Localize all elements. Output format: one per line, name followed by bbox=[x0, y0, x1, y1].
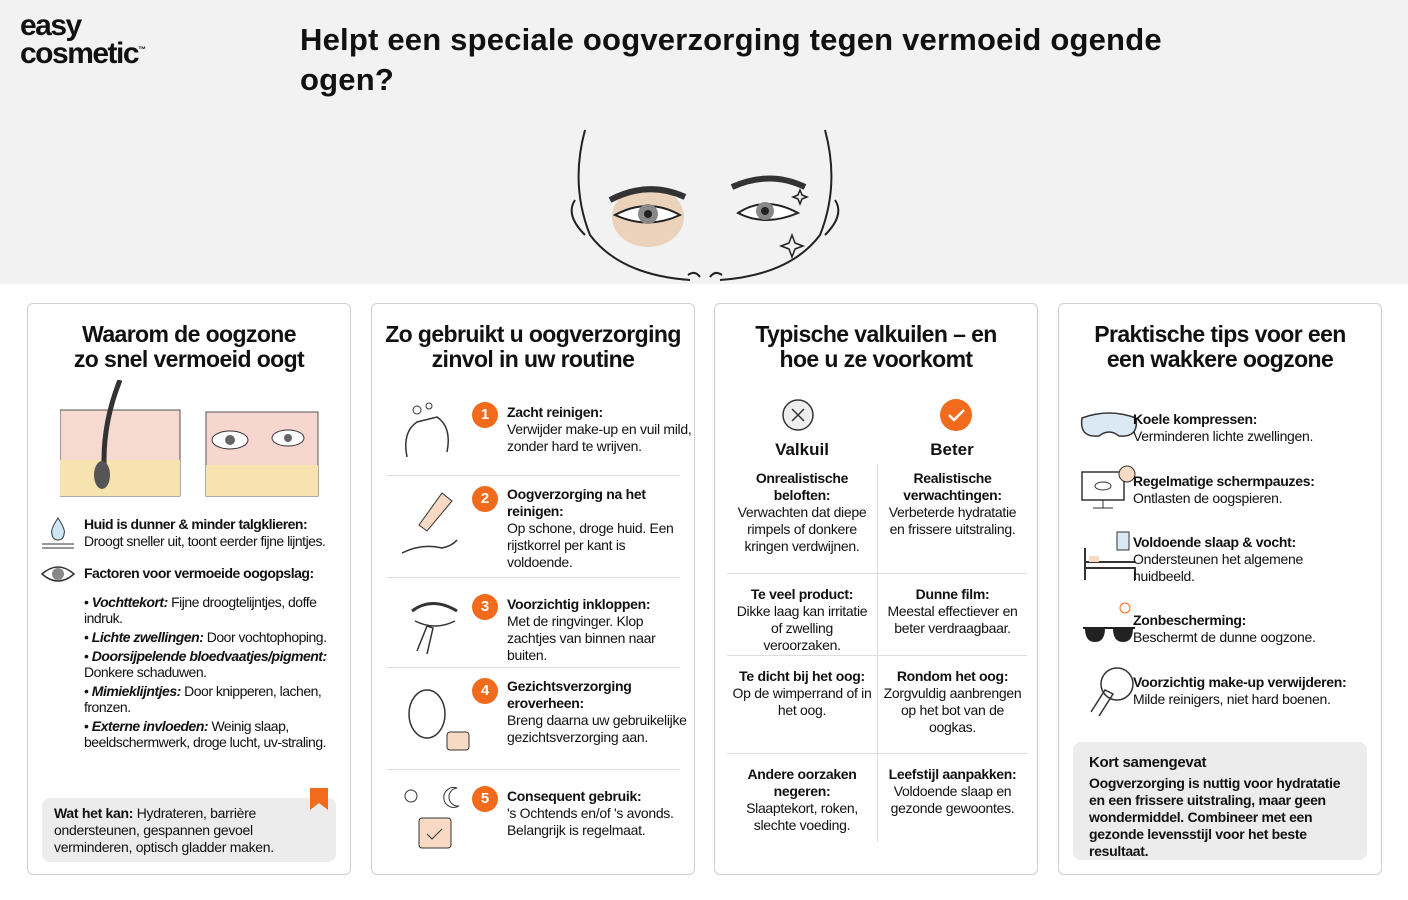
table-row: Te dicht bij het oog:Op de wimperrand of… bbox=[727, 656, 1027, 754]
card-heading: Zo gebruikt u oogverzorging zinvol in uw… bbox=[385, 321, 681, 372]
step-1: 1 Zacht reinigen:Verwijder make-up en vu… bbox=[387, 394, 692, 476]
card-routine: Zo gebruikt u oogverzorging zinvol in uw… bbox=[371, 303, 695, 875]
sun-moon-calendar-icon bbox=[404, 786, 460, 849]
tube-hand-icon bbox=[401, 492, 458, 554]
card-why-tired: Waarom de oogzone zo snel vermoeid oogt … bbox=[27, 303, 351, 875]
eye-icon bbox=[40, 566, 76, 582]
card-tips: Praktische tips voor een een wakkere oog… bbox=[1058, 303, 1382, 875]
what-it-can-box: Wat het kan: Hydrateren, barrière onders… bbox=[42, 798, 336, 862]
bed-water-icon bbox=[1084, 531, 1136, 580]
bookmark-icon bbox=[310, 788, 328, 810]
washing-hands-icon bbox=[405, 402, 449, 458]
factors-title: Factoren voor vermoeide oogopslag: bbox=[84, 565, 314, 581]
water-drop-icon bbox=[42, 517, 74, 549]
factors-block: Factoren voor vermoeide oogopslag: bbox=[40, 560, 344, 590]
factor-item: • Doorsijpelende bloedvaatjes/pigment: D… bbox=[84, 648, 327, 680]
factor-item: • Mimieklijntjes: Door knipperen, lachen… bbox=[84, 683, 322, 715]
skin-block: Huid is dunner & minder talgklieren:Droo… bbox=[40, 516, 344, 550]
better-label: Beter bbox=[930, 440, 974, 459]
table-row: Te veel product:Dikke laag kan irritatie… bbox=[727, 574, 1027, 656]
card-heading: Waarom de oogzone zo snel vermoeid oogt bbox=[73, 321, 305, 372]
skin-text: Droogt sneller uit, toont eerder fijne l… bbox=[84, 533, 326, 549]
card-pitfalls: Typische valkuilen – en hoe u ze voorkom… bbox=[714, 303, 1038, 875]
table-row: Onrealistische beloften:Verwachten dat d… bbox=[727, 464, 1027, 574]
factor-item: • Vochttekort: Fijne droogtelijntjes, do… bbox=[84, 594, 317, 626]
pitfalls-table: Onrealistische beloften:Verwachten dat d… bbox=[727, 464, 1027, 842]
sunglasses-icon bbox=[1083, 602, 1135, 642]
step-5: 5 Consequent gebruik:'s Ochtends en/of '… bbox=[387, 770, 680, 862]
finger-tapping-eye-icon bbox=[411, 602, 458, 655]
check-circle-icon bbox=[940, 399, 972, 431]
step-2: 2 Oogverzorging na het reinigen:Op schon… bbox=[387, 476, 680, 578]
why-tired-content: Huid is dunner & minder talgklieren:Droo… bbox=[40, 516, 344, 753]
factor-item: • Externe invloeden: Weinig slaap, beeld… bbox=[84, 718, 327, 750]
eye-mask-icon bbox=[1080, 412, 1138, 437]
card-heading: Typische valkuilen – en hoe u ze voorkom… bbox=[755, 321, 997, 372]
face-illustration-icon bbox=[570, 129, 840, 281]
table-row: Andere oorzaken negeren:Slaaptekort, rok… bbox=[727, 754, 1027, 842]
summary-title: Kort samengevat bbox=[1089, 754, 1207, 771]
card-heading: Praktische tips voor een een wakkere oog… bbox=[1094, 321, 1346, 372]
step-3: 3 Voorzichtig inkloppen:Met de ringvinge… bbox=[387, 578, 680, 668]
skin-title: Huid is dunner & minder talgklieren: bbox=[84, 516, 308, 532]
step-4: 4 Gezichtsverzorging eroverheen:Breng da… bbox=[387, 668, 687, 770]
skin-diagram-icon bbox=[60, 380, 319, 497]
page-title: Helpt een speciale oogverzorging tegen v… bbox=[300, 22, 1162, 97]
factor-item: • Lichte zwellingen: Door vochtophoping. bbox=[84, 629, 327, 645]
cotton-pad-hand-icon bbox=[1090, 667, 1134, 716]
x-circle-icon bbox=[782, 399, 814, 431]
summary-text: Oogverzorging is nuttig voor hydratatie … bbox=[1089, 775, 1341, 859]
factors-list: • Vochttekort: Fijne droogtelijntjes, do… bbox=[84, 594, 344, 750]
pitfall-label: Valkuil bbox=[775, 440, 829, 459]
summary-box: Kort samengevat Oogverzorging is nuttig … bbox=[1073, 742, 1367, 860]
face-cream-icon bbox=[408, 689, 470, 751]
screen-clock-icon bbox=[1081, 465, 1136, 509]
